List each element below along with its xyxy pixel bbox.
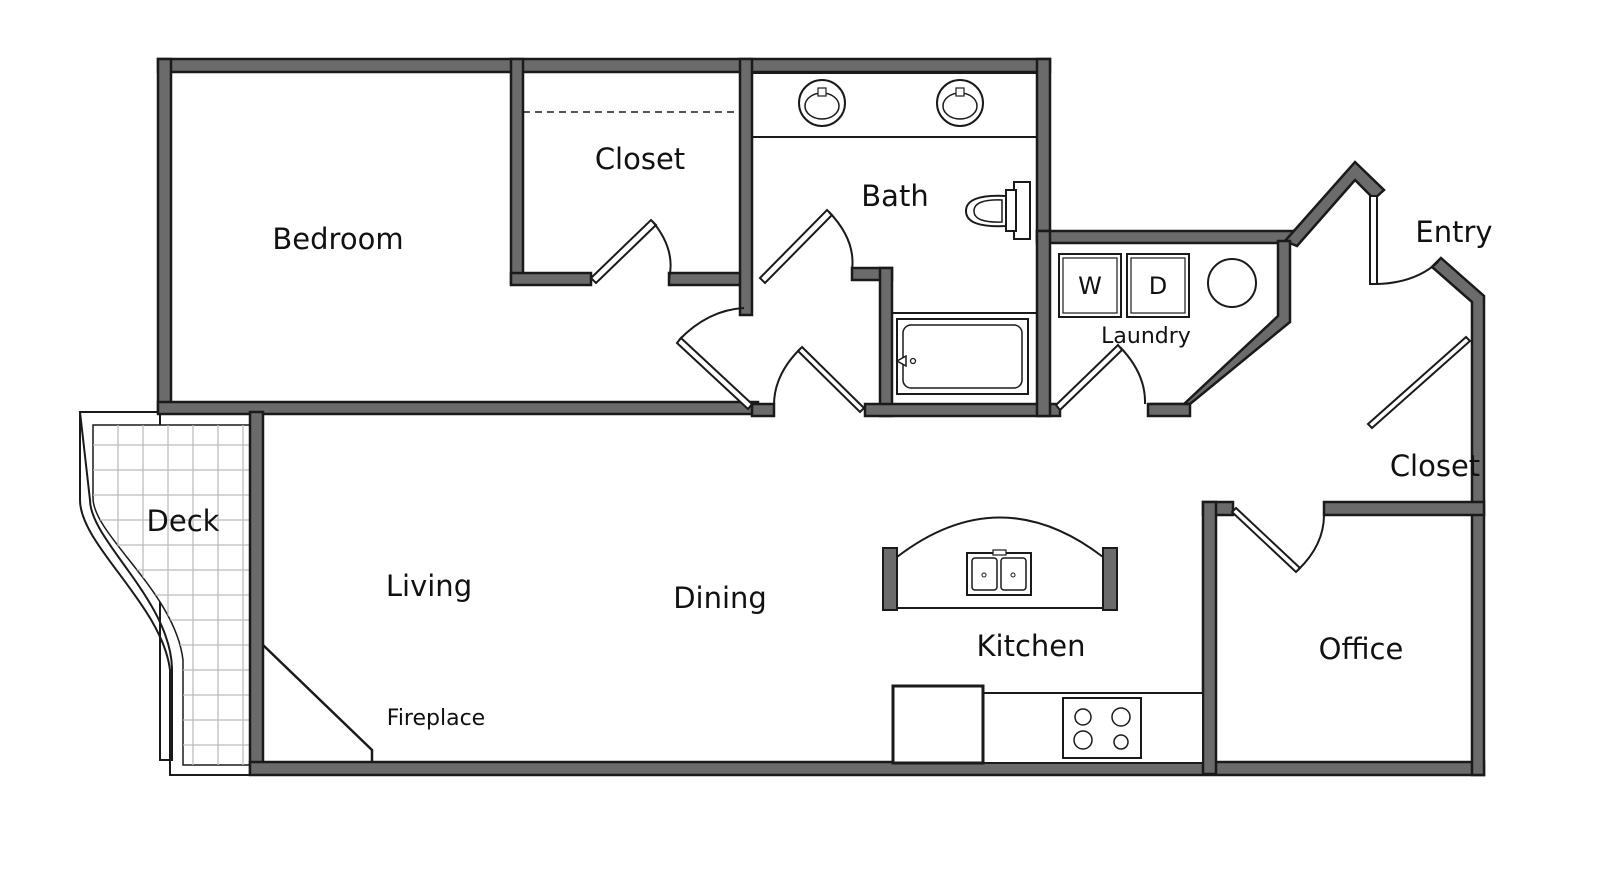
label-deck: Deck bbox=[147, 504, 220, 538]
label-entry: Entry bbox=[1415, 215, 1492, 249]
bath-sink-left bbox=[798, 79, 846, 127]
label-fireplace: Fireplace bbox=[387, 706, 485, 731]
washer-label: W bbox=[1078, 272, 1102, 300]
room-labels: Bedroom Closet Bath Laundry Entry Closet… bbox=[147, 142, 1493, 731]
washer: W bbox=[1058, 253, 1122, 318]
doors bbox=[589, 195, 1472, 574]
hall-door bbox=[773, 345, 866, 414]
toilet bbox=[964, 181, 1031, 240]
label-laundry: Laundry bbox=[1101, 324, 1191, 349]
label-dining: Dining bbox=[673, 581, 767, 615]
kitchen-counter bbox=[891, 684, 1204, 765]
entry-door bbox=[1369, 195, 1439, 285]
label-living: Living bbox=[386, 569, 472, 603]
label-bedroom: Bedroom bbox=[272, 222, 403, 256]
dryer-label: D bbox=[1149, 272, 1167, 300]
fireplace-hearth bbox=[262, 644, 374, 763]
bathtub bbox=[895, 318, 1029, 395]
bath-door bbox=[758, 208, 854, 285]
kitchen-island bbox=[882, 516, 1118, 611]
deck bbox=[78, 411, 253, 776]
kitchen-sink bbox=[966, 549, 1032, 596]
bedroom-door bbox=[675, 307, 754, 411]
walls bbox=[156, 57, 1486, 777]
closet-door bbox=[589, 218, 672, 285]
bath-sink-right bbox=[936, 79, 984, 127]
right-closet-door bbox=[1366, 335, 1472, 430]
label-closet-top: Closet bbox=[595, 142, 685, 176]
water-heater bbox=[1207, 258, 1257, 308]
label-kitchen: Kitchen bbox=[977, 629, 1086, 663]
dryer: D bbox=[1126, 253, 1190, 318]
label-closet-right: Closet bbox=[1390, 449, 1480, 483]
stove bbox=[1062, 697, 1142, 759]
laundry-door bbox=[1054, 343, 1147, 412]
label-bath: Bath bbox=[861, 179, 928, 213]
office-door bbox=[1230, 506, 1325, 574]
label-office: Office bbox=[1319, 632, 1404, 666]
fixtures: W D bbox=[262, 79, 1257, 765]
